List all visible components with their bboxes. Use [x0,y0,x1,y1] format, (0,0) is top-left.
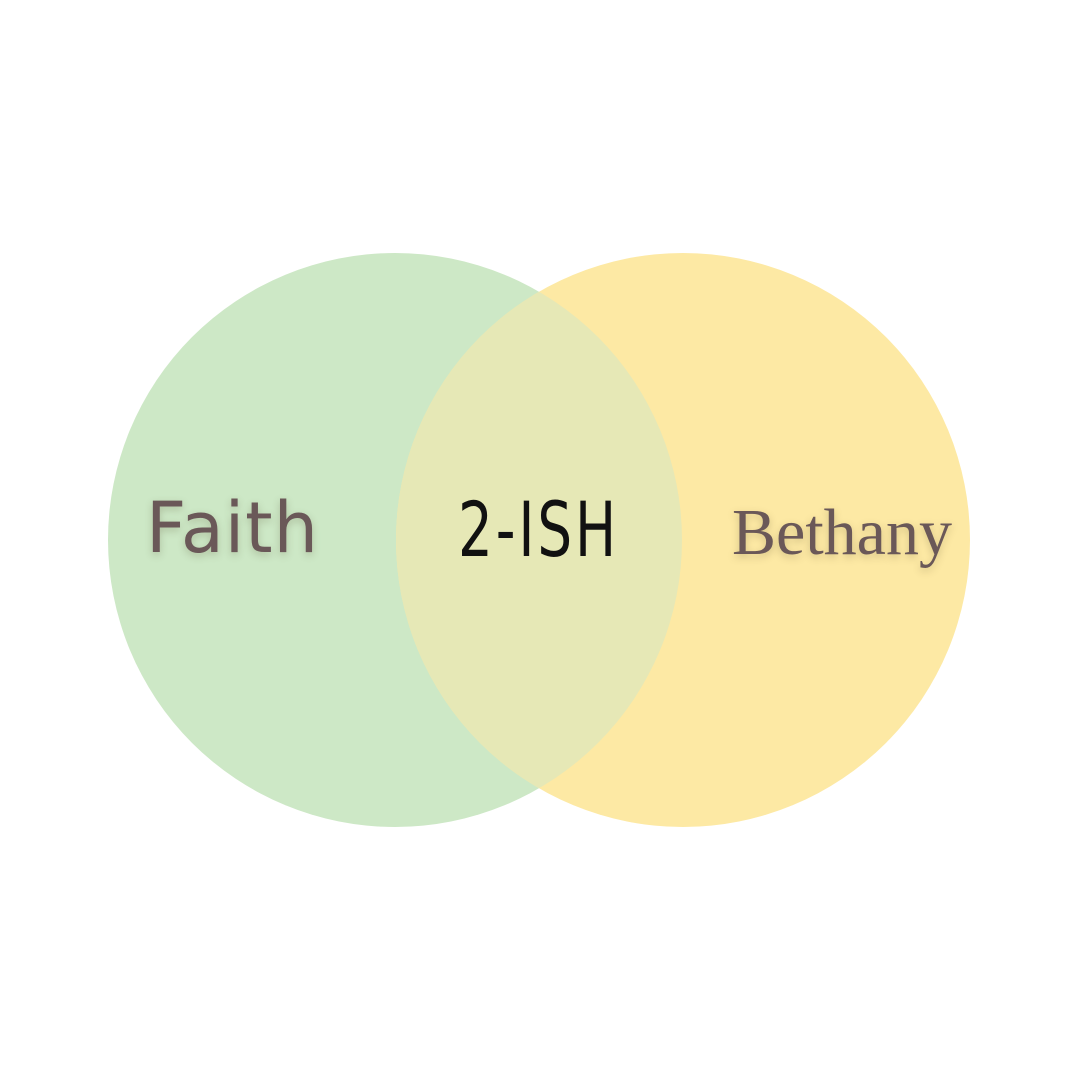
intersection-label: 2-ISH [458,485,619,574]
faith-label: Faith [146,487,319,569]
bethany-label: Bethany [732,496,952,569]
